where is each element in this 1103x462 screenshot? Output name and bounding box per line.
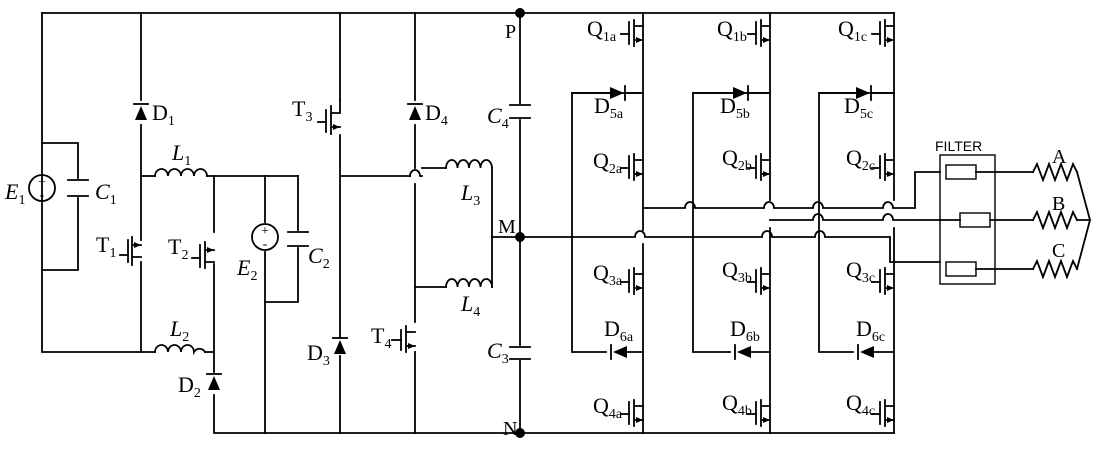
diode-d6b: [734, 344, 751, 360]
label-q1a: Q1a: [587, 16, 617, 45]
transistor-q1a: [620, 19, 644, 47]
source-e1: + -: [28, 174, 56, 203]
transistor-q4b: [747, 399, 771, 427]
node-n-dot: [515, 428, 525, 438]
diode-d5a: [610, 85, 644, 101]
capacitor-c3: [509, 346, 531, 360]
label-q3b: Q3b: [722, 257, 752, 286]
label-d5c: D5c: [844, 93, 873, 122]
filter-block: [939, 154, 1034, 285]
label-q3c: Q3c: [846, 257, 875, 286]
transistor-q2c: [871, 153, 895, 181]
label-l1: L1: [171, 140, 191, 169]
transistor-q3b: [747, 267, 771, 295]
transistor-q2a: [620, 153, 644, 181]
transistor-q4a: [620, 399, 644, 427]
label-q4c: Q4c: [846, 390, 875, 419]
diode-d3: [332, 337, 348, 354]
label-t3: T3: [292, 96, 312, 125]
load-resistor-a: [1031, 161, 1079, 183]
label-d6c: D6c: [856, 316, 885, 345]
label-e1: E1: [4, 179, 25, 208]
switch-t2: [191, 241, 215, 269]
transistor-q2b: [747, 153, 771, 181]
label-c1: C1: [95, 179, 117, 208]
node-label-p: P: [505, 21, 516, 43]
load-label-c: C: [1052, 240, 1065, 262]
label-d2: D2: [178, 372, 201, 401]
node-m-dot: [515, 232, 525, 242]
transistor-q3c: [871, 267, 895, 295]
svg-text:-: -: [263, 237, 268, 252]
load-label-b: B: [1052, 193, 1065, 215]
label-d4: D4: [425, 100, 448, 129]
label-t4: T4: [371, 323, 391, 352]
switch-t3: [317, 99, 341, 135]
label-c4: C4: [487, 103, 509, 132]
transistor-q1b: [747, 19, 771, 47]
label-d6a: D6a: [604, 316, 634, 345]
diode-d1: [133, 103, 149, 120]
diode-d4: [407, 103, 423, 120]
capacitor-c2: [287, 231, 309, 247]
label-d5a: D5a: [594, 93, 624, 122]
label-c2: C2: [308, 243, 330, 272]
label-d6b: D6b: [730, 316, 760, 345]
label-q3a: Q3a: [593, 260, 623, 289]
label-q1c: Q1c: [838, 16, 867, 45]
label-q2a: Q2a: [593, 148, 623, 177]
label-q2b: Q2b: [722, 145, 752, 174]
label-l3: L3: [460, 180, 480, 209]
load-resistor-b: [1031, 209, 1079, 231]
filter-label: FILTER: [935, 138, 982, 154]
label-q4b: Q4b: [722, 390, 752, 419]
transistor-q3a: [620, 267, 644, 295]
label-q4a: Q4a: [593, 393, 623, 422]
wires-left: [41, 12, 895, 434]
capacitor-c1: [67, 179, 89, 197]
load-label-a: A: [1052, 146, 1067, 168]
inductor-l3: [445, 159, 493, 169]
diode-d2: [206, 373, 222, 390]
label-l4: L4: [460, 291, 480, 320]
load-resistor-c: [1031, 258, 1079, 280]
label-t1: T1: [96, 232, 116, 261]
switch-t4: [391, 325, 416, 353]
load-neutral-wire: [1075, 170, 1091, 271]
inductor-l1: [154, 168, 208, 177]
label-d5b: D5b: [720, 93, 750, 122]
diode-d6a: [610, 344, 627, 360]
label-t2: T2: [168, 234, 188, 263]
label-e2: E2: [236, 255, 257, 284]
inductor-l4: [445, 278, 493, 288]
capacitor-c4: [509, 104, 531, 119]
diode-d5c: [856, 85, 895, 101]
wires-inverter: [519, 12, 941, 434]
label-d3: D3: [307, 340, 330, 369]
label-d1: D1: [152, 100, 175, 129]
label-q2c: Q2c: [846, 145, 875, 174]
node-p-dot: [515, 8, 525, 18]
diode-d6c: [857, 344, 874, 360]
transistor-q4c: [871, 399, 895, 427]
inductor-l2: [154, 344, 207, 356]
svg-text:-: -: [40, 188, 45, 203]
node-label-n: N: [503, 418, 517, 440]
label-c3: C3: [487, 338, 509, 367]
diode-d5b: [733, 85, 771, 101]
label-l2: L2: [169, 316, 189, 345]
svg-text:+: +: [38, 175, 46, 190]
label-q1b: Q1b: [717, 16, 747, 45]
svg-text:+: +: [261, 224, 269, 239]
source-e2: + -: [251, 223, 279, 252]
transistor-q1c: [871, 19, 895, 47]
switch-t1: [119, 236, 142, 266]
node-label-m: M: [498, 216, 516, 238]
